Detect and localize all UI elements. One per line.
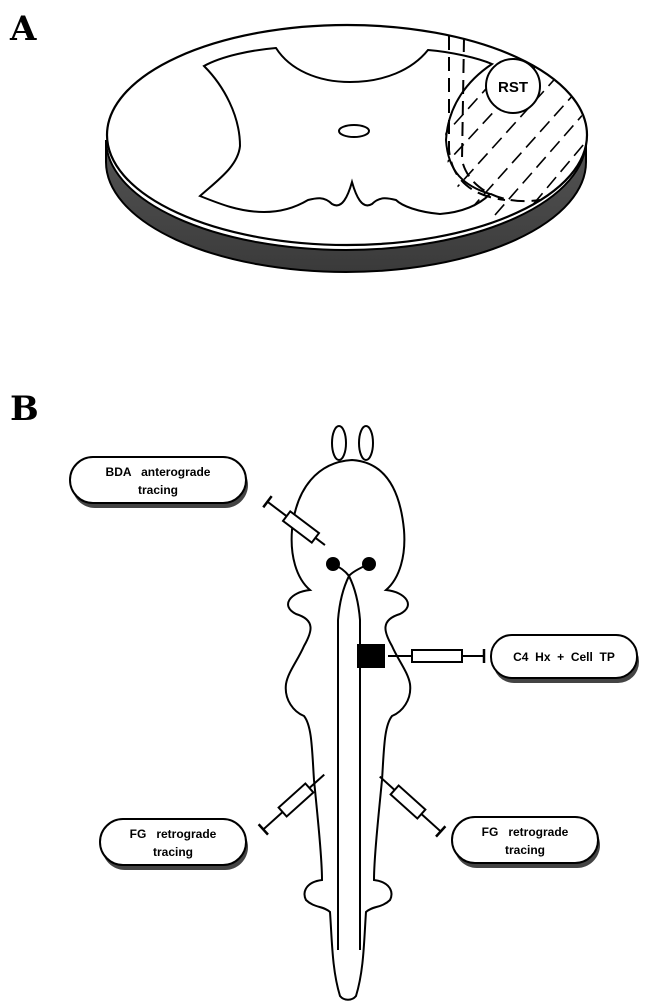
rat-body-outline: [286, 460, 411, 1000]
bda-label-box: BDA anterograde tracing: [70, 457, 248, 508]
lesion-label: C4 Hx + Cell TP: [513, 650, 615, 664]
spinal-cord-cross-section: RST: [106, 25, 600, 272]
central-canal: [339, 125, 369, 137]
left-ear: [332, 426, 346, 460]
fg-left-label-box: FG retrograde tracing: [100, 819, 248, 870]
bda-label-line2: tracing: [138, 483, 178, 497]
c4-lesion-block: [357, 644, 385, 668]
bda-syringe: [263, 496, 329, 551]
fg-left-label-line2: tracing: [153, 845, 193, 859]
panel-a-letter: A: [9, 9, 37, 49]
panel-b-letter: B: [10, 389, 39, 429]
fg-right-syringe: [375, 771, 445, 836]
fg-left-label-line1: FG retrograde: [130, 827, 217, 841]
spinal-cord: [338, 576, 360, 950]
transplant-syringe: [388, 649, 484, 663]
lesion-label-box: C4 Hx + Cell TP: [491, 635, 639, 683]
fg-right-label-box: FG retrograde tracing: [452, 817, 600, 868]
fg-right-label-line2: tracing: [505, 843, 545, 857]
rst-label: RST: [498, 79, 528, 96]
right-ear: [359, 426, 373, 460]
fg-right-label-line1: FG retrograde: [482, 825, 569, 839]
rat-dorsal-view: [286, 426, 411, 1000]
bda-label-line1: BDA anterograde: [106, 465, 211, 479]
